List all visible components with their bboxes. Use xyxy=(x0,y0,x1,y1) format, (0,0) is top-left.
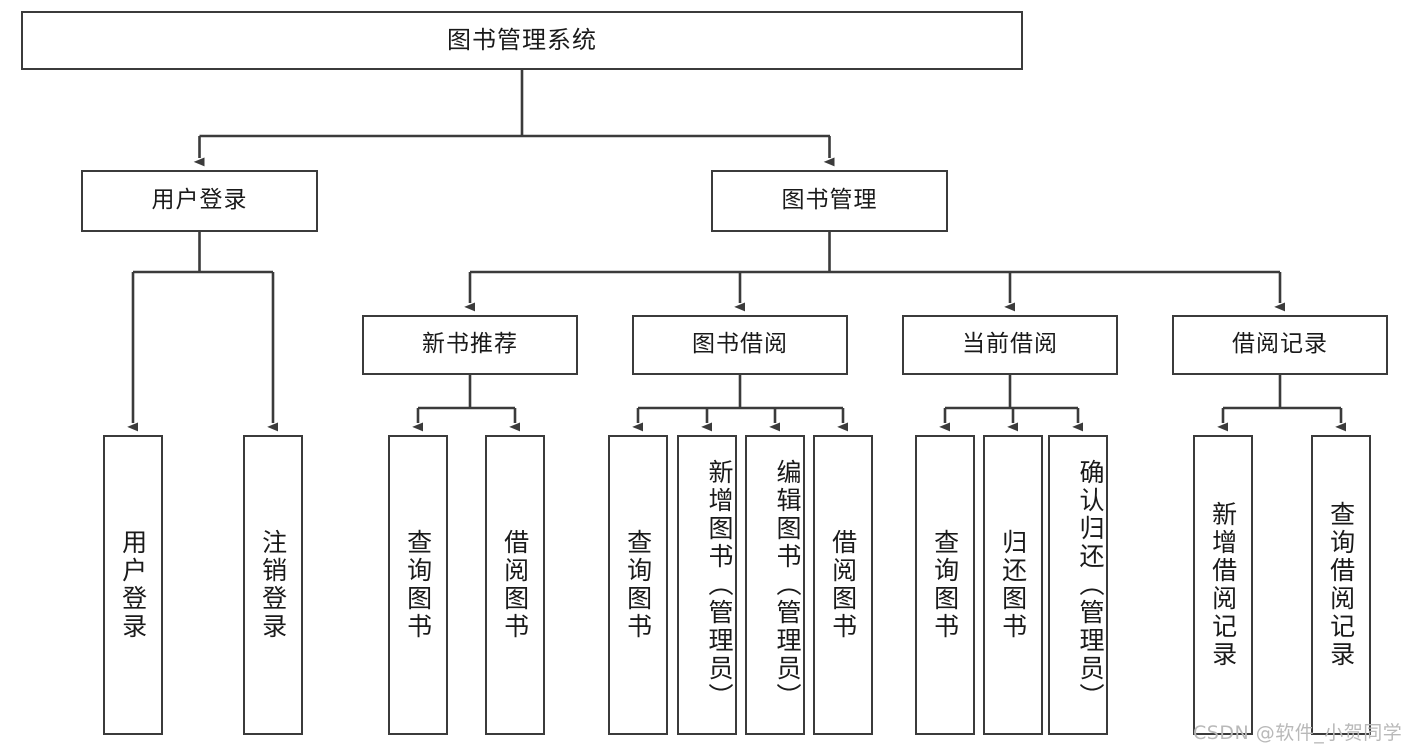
node-leaf-return-book[interactable]: 归还图书 xyxy=(983,435,1043,735)
node-leaf-borrow-book-borrow[interactable]: 借阅图书 xyxy=(813,435,873,735)
node-leaf-add-borrow-record[interactable]: 新增借阅记录 xyxy=(1193,435,1253,735)
node-leaf-user-login[interactable]: 用户登录 xyxy=(103,435,163,735)
node-book-manage[interactable]: 图书管理 xyxy=(711,170,948,232)
node-new-book-recommend[interactable]: 新书推荐 xyxy=(362,315,578,375)
node-leaf-query-book-recommend[interactable]: 查询图书 xyxy=(388,435,448,735)
node-leaf-query-book-borrow[interactable]: 查询图书 xyxy=(608,435,668,735)
node-leaf-confirm-return-admin[interactable]: 确认归还（管理员） xyxy=(1048,435,1108,735)
csdn-watermark: CSDN @软件_小贺同学 xyxy=(1193,722,1403,744)
node-leaf-query-borrow-record[interactable]: 查询借阅记录 xyxy=(1311,435,1371,735)
node-book-borrow[interactable]: 图书借阅 xyxy=(632,315,848,375)
node-leaf-edit-book-admin[interactable]: 编辑图书（管理员） xyxy=(745,435,805,735)
node-leaf-user-logout[interactable]: 注销登录 xyxy=(243,435,303,735)
node-borrow-record[interactable]: 借阅记录 xyxy=(1172,315,1388,375)
node-leaf-add-book-admin[interactable]: 新增图书（管理员） xyxy=(677,435,737,735)
node-root-system[interactable]: 图书管理系统 xyxy=(21,11,1023,70)
node-current-borrow[interactable]: 当前借阅 xyxy=(902,315,1118,375)
node-leaf-query-book-current[interactable]: 查询图书 xyxy=(915,435,975,735)
node-leaf-borrow-book-recommend[interactable]: 借阅图书 xyxy=(485,435,545,735)
node-user-login[interactable]: 用户登录 xyxy=(81,170,318,232)
